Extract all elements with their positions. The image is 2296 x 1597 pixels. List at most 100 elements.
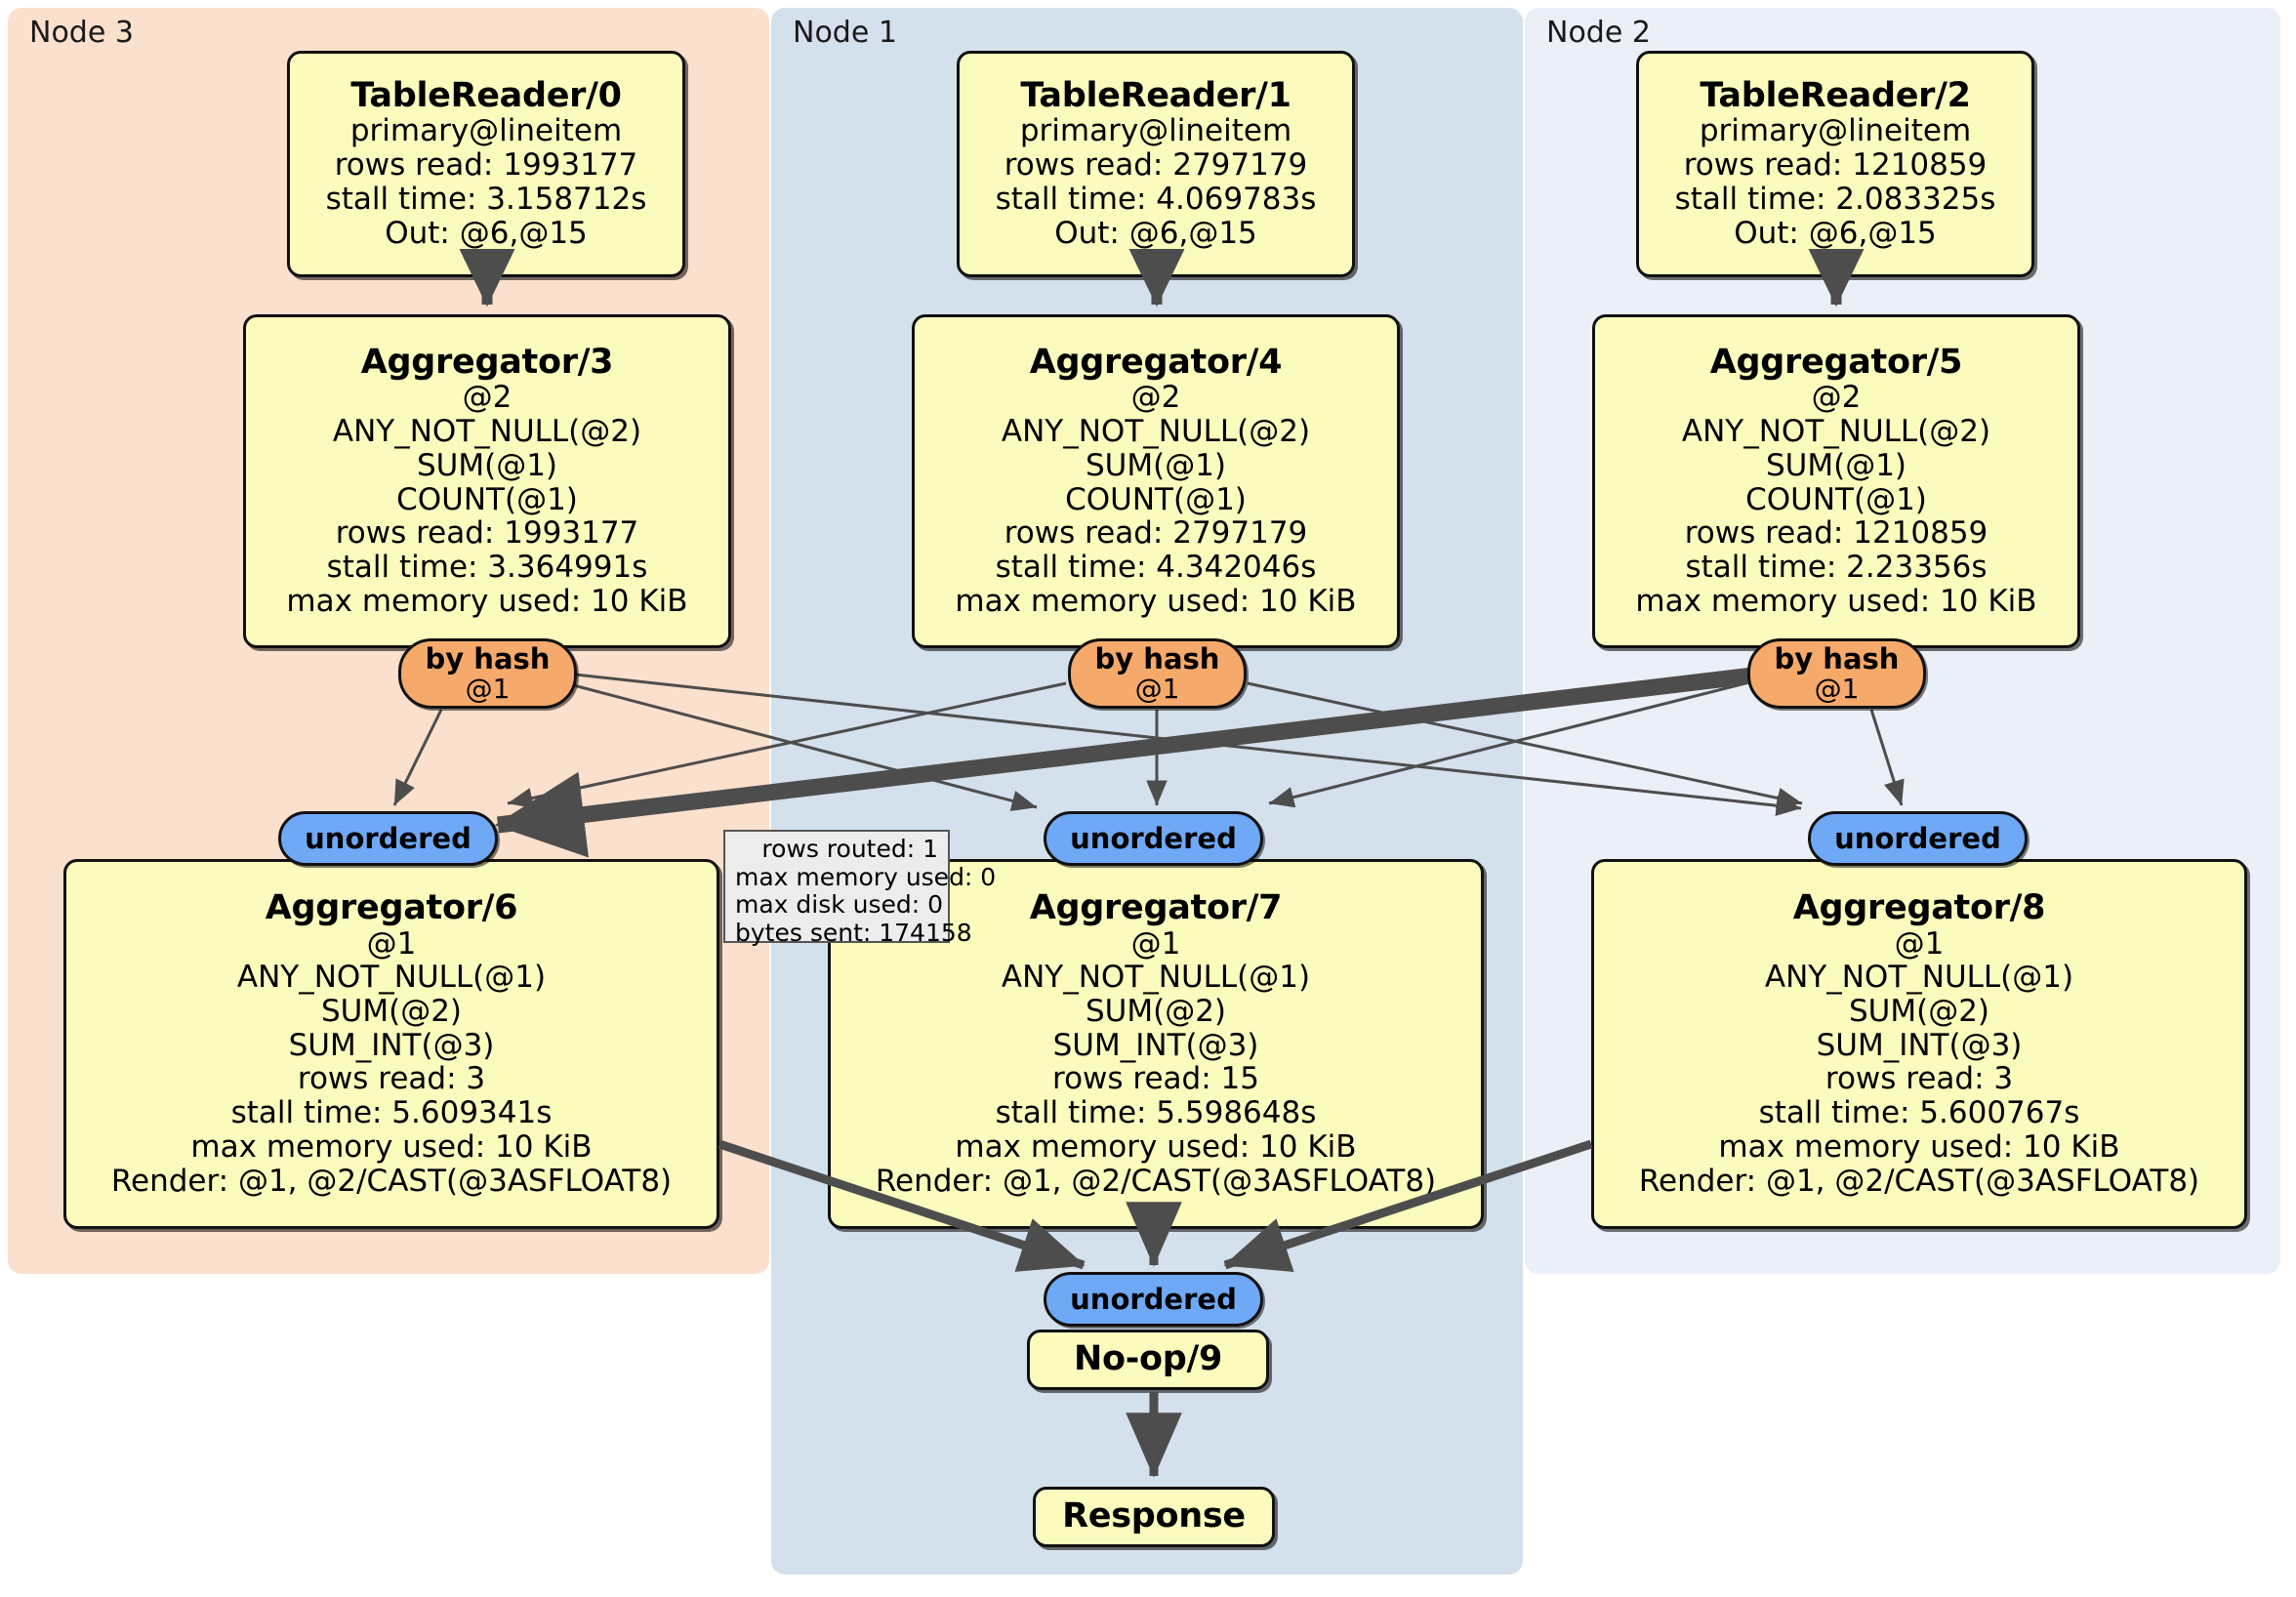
processor-title: Aggregator/7 [1029,887,1283,927]
processor-detail-line: rows read: 1210859 [1683,147,1988,184]
processor-detail-line: SUM(@2) [1848,993,1990,1029]
processor-title: Aggregator/3 [360,342,614,382]
processor-title: Response [1062,1496,1246,1536]
processor-detail-line: rows read: 3 [1824,1061,2014,1097]
router-title: unordered [1070,821,1237,855]
tooltip-stat-line: max memory used: 0 [735,862,997,891]
processor-detail-line: ANY_NOT_NULL(@1) [1764,960,2074,996]
processor-detail-line: ANY_NOT_NULL(@2) [1681,414,1991,450]
processor-detail-line: primary@lineitem [1019,113,1292,149]
processor-detail-line: rows read: 1210859 [1684,515,1988,552]
processor-detail-line: COUNT(@1) [396,481,578,517]
processor-detail-line: max memory used: 10 KiB [955,583,1357,619]
processor-detail-line: stall time: 4.069783s [995,181,1317,217]
router-title: unordered [1834,821,2001,855]
processor-detail-line: max memory used: 10 KiB [1718,1128,2120,1165]
router-column: @1 [465,672,511,705]
router-title: by hash [1094,642,1220,676]
router-unordered9[interactable]: unordered [1044,1272,1263,1327]
processor-detail-line: max memory used: 10 KiB [1635,583,2037,619]
router-byhash5[interactable]: by hash@1 [1747,638,1926,709]
processor-detail-line: Out: @6,@15 [1734,215,1937,251]
processor-detail-line: stall time: 2.23356s [1685,549,1988,585]
router-column: @1 [1134,672,1180,705]
processor-detail-line: stall time: 2.083325s [1674,181,1996,217]
processor-detail-line: SUM_INT(@3) [288,1027,495,1063]
processor-detail-line: primary@lineitem [349,113,623,149]
processor-title: Aggregator/5 [1709,342,1963,382]
processor-detail-line: SUM(@2) [1085,993,1227,1029]
processor-detail-line: rows read: 2797179 [1004,515,1308,552]
processor-detail-line: ANY_NOT_NULL(@1) [1001,960,1311,996]
processor-detail-line: stall time: 4.342046s [995,549,1317,585]
router-title: unordered [1070,1282,1237,1316]
processor-detail-line: ANY_NOT_NULL(@1) [236,960,547,996]
processor-detail-line: stall time: 5.609341s [230,1095,553,1131]
processor-title: TableReader/0 [350,75,622,115]
processor-box-response[interactable]: Response [1033,1487,1275,1547]
router-column: @1 [1814,672,1860,705]
processor-detail-line: Render: @1, @2/CAST(@3ASFLOAT8) [110,1163,673,1199]
processor-detail-line: max memory used: 10 KiB [955,1128,1357,1165]
processor-box-noop9[interactable]: No-op/9 [1027,1330,1269,1390]
processor-detail-line: max memory used: 10 KiB [190,1128,593,1165]
node-cluster-label-node2: Node 2 [1546,16,1651,50]
processor-title: Aggregator/8 [1792,887,2046,927]
processor-detail-line: max memory used: 10 KiB [286,583,688,619]
processor-detail-line: SUM_INT(@3) [1816,1027,2023,1063]
processor-detail-line: primary@lineitem [1699,113,1972,149]
router-unordered8[interactable]: unordered [1808,811,2028,866]
tooltip-stat-line: max disk used: 0 [735,890,944,919]
router-title: unordered [305,821,472,855]
processor-detail-line: Out: @6,@15 [385,215,588,251]
processor-detail-line: Render: @1, @2/CAST(@3ASFLOAT8) [875,1163,1437,1199]
processor-detail-line: Render: @1, @2/CAST(@3ASFLOAT8) [1638,1163,2200,1199]
processor-detail-line: @1 [366,925,417,962]
node-cluster-label-node3: Node 3 [29,16,134,50]
processor-title: Aggregator/4 [1029,342,1283,382]
processor-detail-line: @1 [1894,925,1945,962]
router-title: by hash [1774,642,1900,676]
processor-detail-line: COUNT(@1) [1745,481,1927,517]
processor-detail-line: ANY_NOT_NULL(@2) [332,414,642,450]
processor-detail-line: stall time: 3.158712s [325,181,647,217]
processor-detail-line: rows read: 1993177 [334,147,638,184]
router-byhash3[interactable]: by hash@1 [398,638,577,709]
processor-detail-line: COUNT(@1) [1065,481,1247,517]
processor-detail-line: rows read: 3 [297,1061,486,1097]
processor-detail-line: rows read: 1993177 [335,515,639,552]
router-unordered7[interactable]: unordered [1044,811,1263,866]
processor-detail-line: @1 [1130,925,1181,962]
processor-detail-line: stall time: 5.598648s [995,1095,1317,1131]
processor-detail-line: SUM(@1) [416,447,558,483]
processor-detail-line: @2 [1811,380,1862,416]
node-cluster-label-node1: Node 1 [793,16,897,50]
processor-detail-line: @2 [1130,380,1181,416]
router-byhash4[interactable]: by hash@1 [1068,638,1247,709]
processor-detail-line: rows read: 2797179 [1004,147,1308,184]
processor-detail-line: rows read: 15 [1052,1061,1259,1097]
processor-detail-line: stall time: 3.364991s [326,549,648,585]
processor-detail-line: ANY_NOT_NULL(@2) [1001,414,1311,450]
processor-detail-line: @2 [462,380,512,416]
processor-detail-line: SUM_INT(@3) [1052,1027,1259,1063]
tooltip-stat-line: rows routed: 1 [761,835,938,863]
processor-detail-line: stall time: 5.600767s [1758,1095,2080,1131]
router-title: by hash [425,642,551,676]
processor-title: No-op/9 [1074,1339,1222,1379]
processor-title: TableReader/2 [1700,75,1971,115]
router-unordered6[interactable]: unordered [278,811,498,866]
processor-title: TableReader/1 [1020,75,1292,115]
processor-detail-line: Out: @6,@15 [1054,215,1257,251]
tooltip-stat-line: bytes sent: 174158 [735,918,972,947]
